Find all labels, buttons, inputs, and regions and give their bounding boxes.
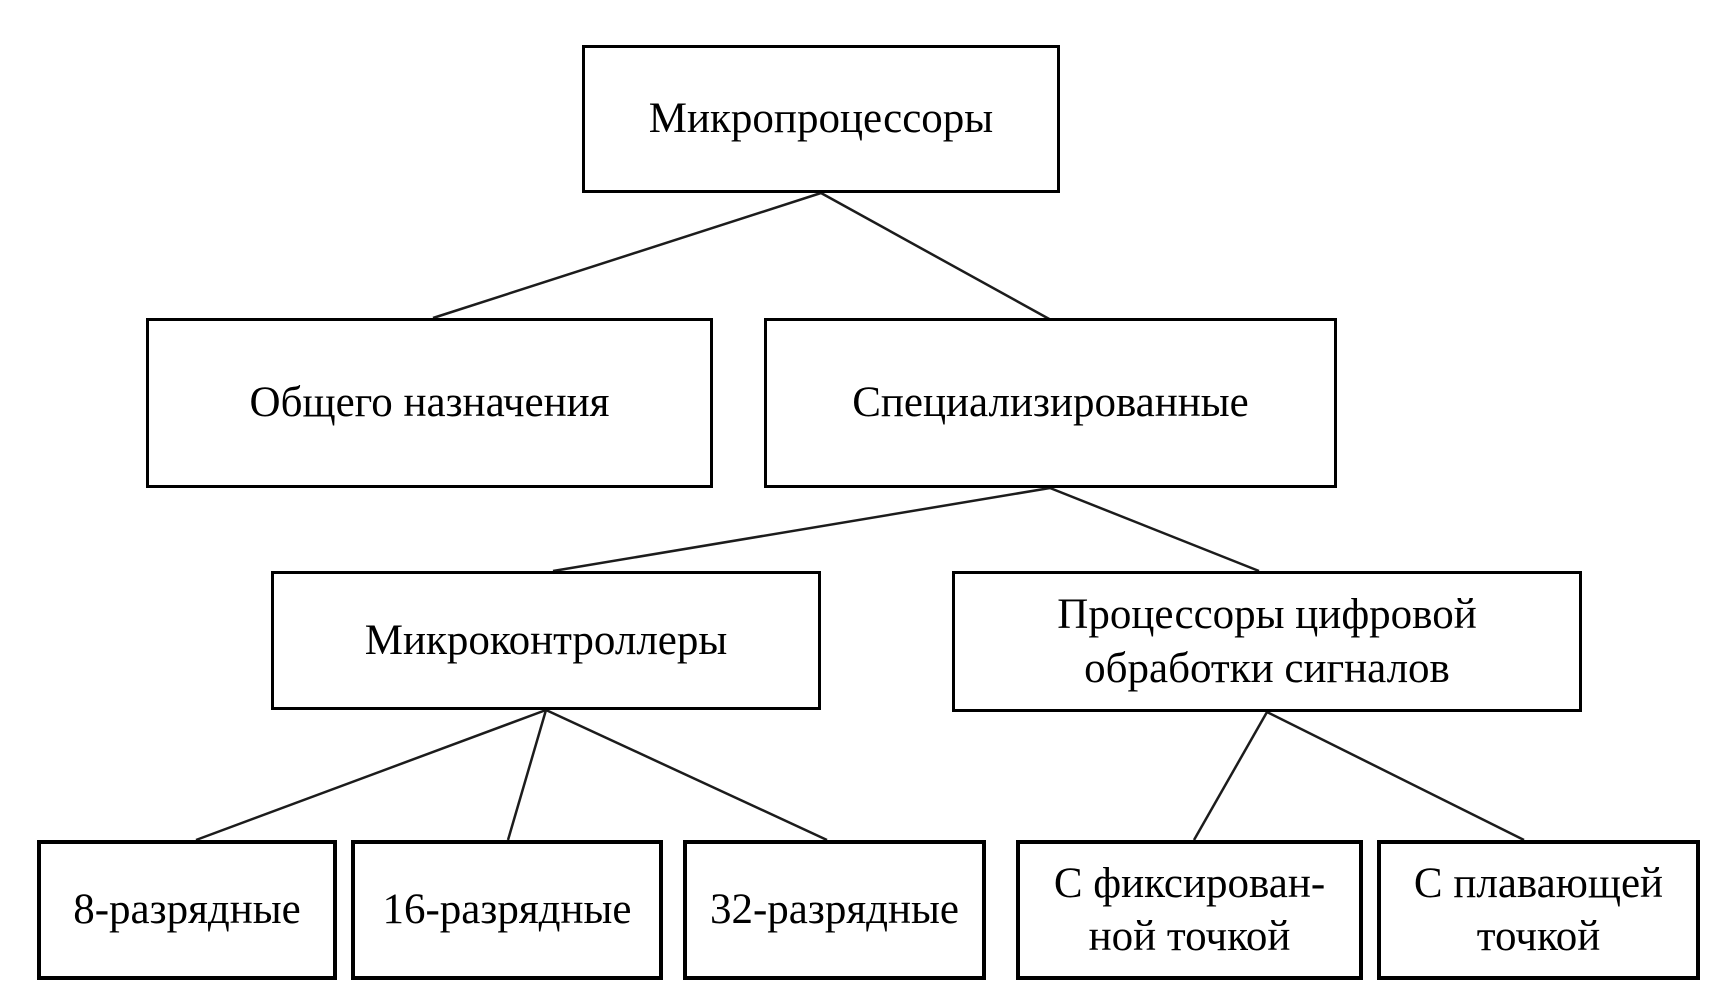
node-fixed-point-label-line1: С фиксирован- [1053,859,1326,907]
node-floating-point-label-line1: С плавающей [1413,859,1664,907]
edge-dsp-fixed-point [1192,711,1269,841]
node-dsp-label-line2: обработки сигналов [1084,644,1450,692]
edge-microcontrollers-bit16 [506,709,548,841]
node-fixed-point: С фиксирован- ной точкой [1016,840,1363,980]
node-specialized-label: Специализированные [852,379,1249,427]
node-microprocessors-label: Микропроцессоры [648,95,994,143]
node-8bit: 8-разрядные [37,840,337,980]
node-floating-point: С плавающей точкой [1377,840,1700,980]
node-microcontrollers: Микроконтроллеры [271,571,821,710]
node-floating-point-label-line2: точкой [1476,913,1601,960]
node-specialized: Специализированные [764,318,1337,488]
node-32bit: 32-разрядные [683,840,986,980]
node-general-purpose: Общего назначения [146,318,713,488]
edge-specialized-dsp [1049,486,1260,573]
node-microprocessors: Микропроцессоры [582,45,1060,193]
node-dsp: Процессоры цифровой обработки сигналов [952,571,1582,712]
edge-specialized-microcontrollers [552,486,1051,573]
edge-root-specialized [820,191,1052,322]
edge-microcontrollers-bit32 [545,708,828,842]
node-32bit-label: 32-разрядные [709,886,960,934]
edge-dsp-floating-point [1266,710,1525,842]
node-microcontrollers-label: Микроконтроллеры [364,616,728,664]
edge-microcontrollers-bit8 [195,708,547,842]
node-general-purpose-label: Общего назначения [249,379,610,427]
node-dsp-label-line1: Процессоры цифровой [1057,591,1477,639]
node-16bit-label: 16-разрядные [382,886,632,934]
node-8bit-label: 8-разрядные [73,886,301,934]
edge-root-general [432,191,822,320]
node-16bit: 16-разрядные [351,840,663,980]
node-fixed-point-label-line2: ной точкой [1088,913,1291,960]
